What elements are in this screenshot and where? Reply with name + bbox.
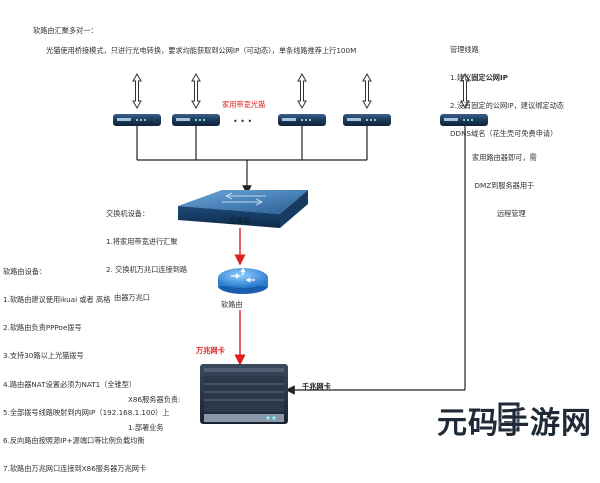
x86-server [200,364,288,424]
switch-note-line: 2. 交换机万兆口连接到路 [106,265,188,275]
modem-mgmt-router [440,114,488,126]
soft-router-description: 光猫使用桥接模式，只进行光电转换，要求均能获取到公网IP（可动态），单条线路推荐… [46,46,357,55]
soft-router-note-line: 4.路由器NAT设置必须为NAT1（全锥型） [3,379,137,389]
switch-note-line: 交换机设备： [106,208,150,218]
home-modems-label: 家用带宽光猫 [222,100,266,109]
uplink-arrow-mgmt [460,72,470,110]
modem-2 [172,114,220,126]
soft-router-note-line: 6.反向路由按照源IP+源端口等比例负载均衡 [3,436,145,446]
network-diagram [113,72,488,424]
management-line-item3: DDNS域名（花生壳可免费申请） [450,129,558,139]
switch-label: 交换机 [229,216,251,225]
soft-router-device [218,267,268,294]
home-router-note-line: DMZ到服务器用于 [474,181,535,191]
management-line-item2: 2.没有固定的公网IP，建议绑定动态 [450,101,564,111]
server-note-line: X86服务器负责: [128,394,181,404]
switch-device [178,190,308,228]
router-label: 软路由 [221,300,243,309]
soft-router-note-line: 7.软路由万兆网口连接到X86服务器万兆网卡 [3,464,147,474]
modem-4 [343,114,391,126]
modem-group [113,114,488,126]
soft-router-title: 软路由汇聚多对一： [33,26,98,35]
aggregation-lines [136,126,368,195]
modem-3 [278,114,326,126]
uplink-arrows [132,72,470,110]
management-link [285,126,466,395]
management-line-title: 管理线路 [450,44,479,54]
ten-gigabit-nic-label: 万兆网卡 [196,346,225,355]
management-line-item1: 1.建议固定公网IP [450,73,564,82]
fixed-public-ip-highlight: 固定公网IP [471,73,508,83]
switch-note-line: 由器万兆口 [114,293,150,303]
management-line-note: 管理线路 1.建议固定公网IP 2.没有固定的公网IP，建议绑定动态 DDNS域… [450,26,564,148]
server-note-line: 1.部署业务 [128,423,164,433]
management-item1-prefix: 1.建议 [450,73,472,83]
home-router-note-line: 家用路由器即可，需 [472,152,537,162]
soft-router-note-line: 3.支持30路以上光猫拨号 [3,351,84,361]
soft-router-device-note: 软路由设备： 1.软路由建议使用ikuai 或者 高格 2.软路由负责PPPoe… [3,248,170,483]
watermark-logo-icon [498,402,520,432]
watermark-text: 元码手游网 [437,406,592,441]
more-modems-ellipsis: • • • [233,117,253,126]
home-router-note-line: 远程管理 [496,209,526,219]
soft-router-note-line: 2.软路由负责PPPoe拨号 [3,323,82,333]
home-router-note: 家用路由器即可，需 DMZ到服务器用于 远程管理 [472,134,537,228]
uplink-arrow-3 [297,72,307,110]
modem-1 [113,114,161,126]
soft-router-note-line: 1.软路由建议使用ikuai 或者 高格 [3,295,111,305]
server-note: X86服务器负责: 1.部署业务 [128,376,180,442]
soft-router-note-line: 软路由设备： [3,266,47,276]
soft-router-note-line: 5.全部拨号线路映射到内网IP（192.168.1.100）上 [3,407,170,417]
uplink-arrow-1 [132,72,142,110]
uplink-arrow-2 [191,72,201,110]
uplink-arrow-4 [362,72,372,110]
switch-device-note: 交换机设备： 1.将家用带宽进行汇聚 2. 交换机万兆口连接到路 由器万兆口 [106,190,187,312]
gigabit-nic-label: 千兆网卡 [302,382,331,391]
switch-note-line: 1.将家用带宽进行汇聚 [106,237,178,247]
